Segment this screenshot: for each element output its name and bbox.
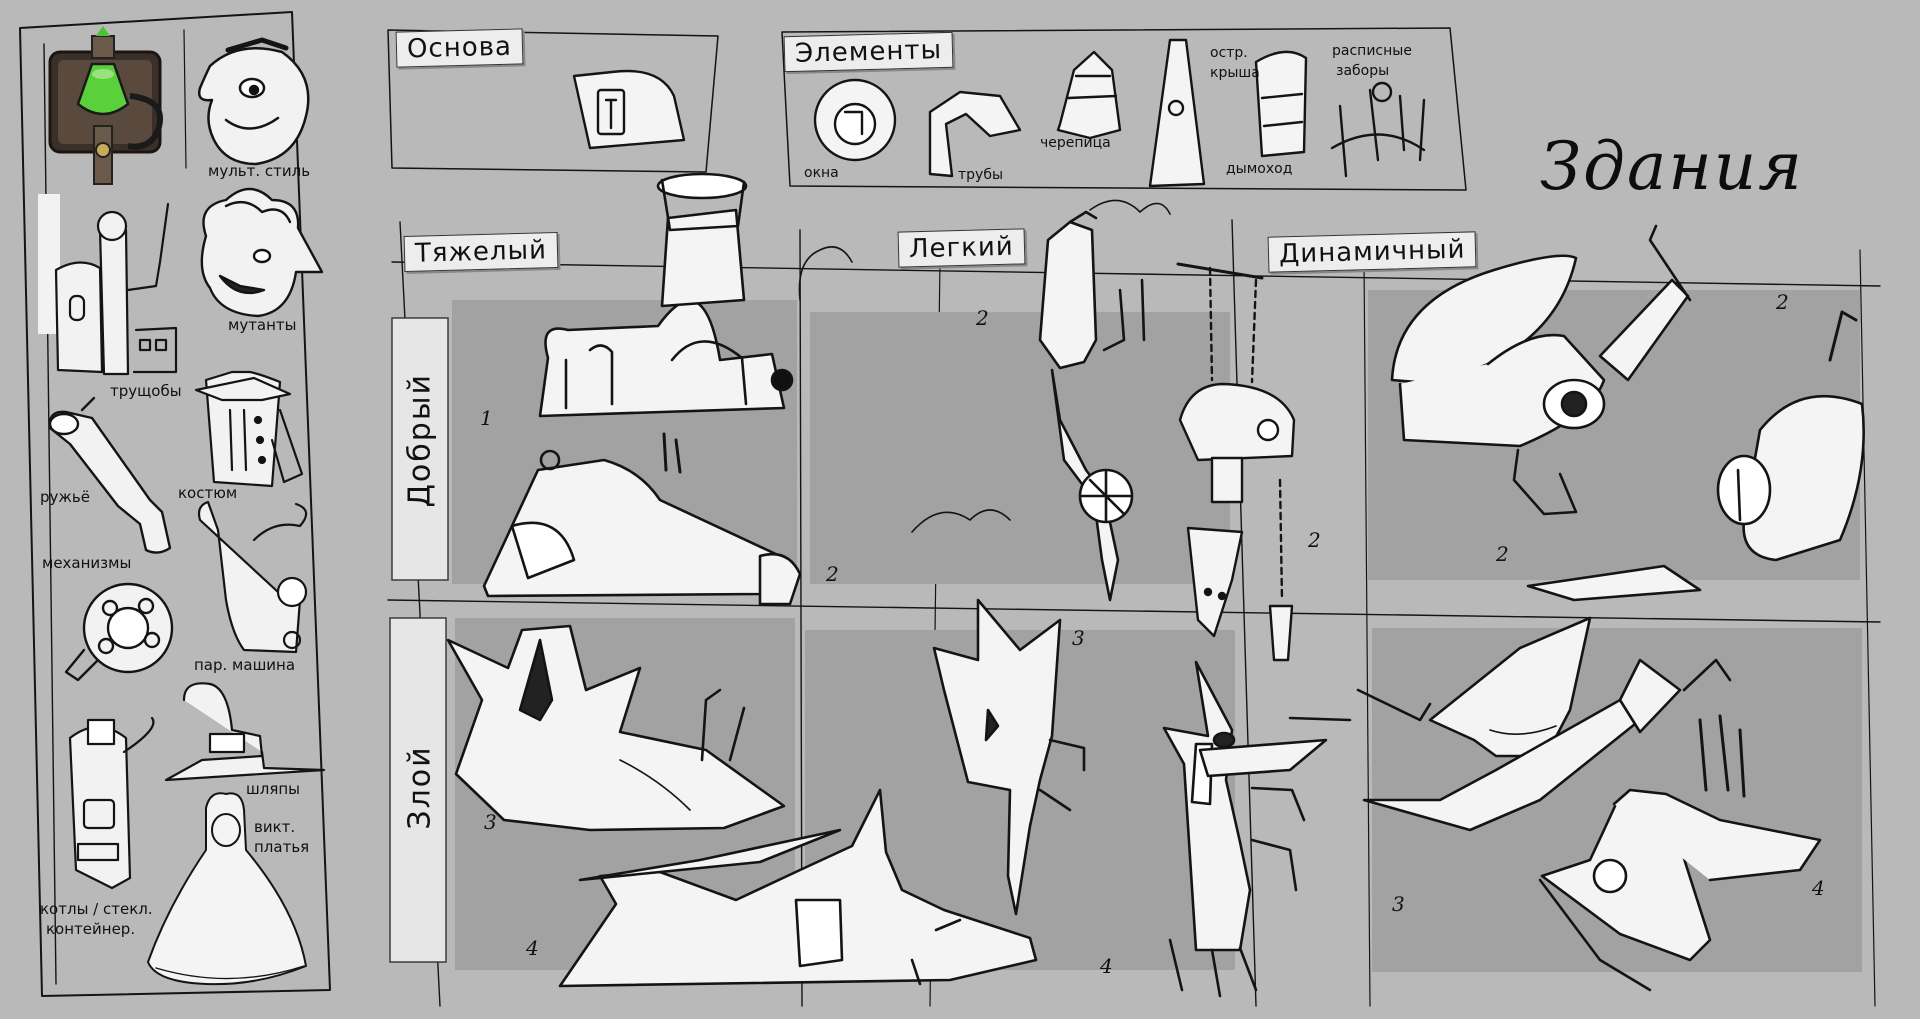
sketch-heavy-good-2 [482, 432, 802, 606]
label-tiles: черепица [1040, 135, 1111, 151]
label-boilers-2: контейнер. [46, 920, 136, 938]
section-base: Основа [395, 28, 524, 68]
section-heavy: Тяжелый [403, 231, 559, 273]
sketch-elements-row [813, 38, 1426, 188]
label-boilers-1: котлы / стекл. [40, 900, 153, 918]
section-elements: Элементы [783, 31, 954, 73]
number-dyn-good-2b: 2 [1496, 542, 1509, 566]
number-heavy-evil-4: 4 [526, 936, 539, 960]
number-heavy-good-1: 1 [480, 406, 493, 430]
sketch-heavy-good-1 [538, 172, 853, 418]
sketch-steam-machine [197, 500, 308, 654]
label-sharp-roof-1: остр. [1210, 45, 1248, 61]
sketch-slums [38, 194, 178, 376]
number-dyn-evil-3: 3 [1392, 892, 1405, 916]
label-mechanisms: механизмы [42, 554, 132, 572]
label-gun: ружьё [40, 488, 90, 506]
sketch-dynamic-evil-4 [1538, 714, 1822, 992]
sketch-heavy-evil-4 [558, 788, 1038, 988]
sketch-costume [194, 370, 304, 488]
label-hats: шляпы [246, 780, 300, 798]
number-heavy-good-2: 2 [826, 562, 839, 586]
number-dyn-good-2a: 2 [1776, 290, 1789, 314]
number-heavy-evil-3: 3 [484, 810, 497, 834]
sketch-mutant-head [200, 187, 324, 318]
label-fences-1: расписные [1332, 43, 1412, 59]
sketch-light-evil-4 [1162, 660, 1328, 998]
sketch-light-evil-3 [911, 509, 1086, 916]
label-victorian-1: викт. [254, 818, 296, 836]
number-light-evil-3: 3 [1072, 626, 1085, 650]
sketch-dynamic-good-hanging [1176, 262, 1296, 662]
flask-icon [48, 26, 163, 185]
sketch-glass-container [68, 716, 155, 890]
sketch-dynamic-evil-3 [1288, 616, 1732, 832]
number-dyn-evil-4: 4 [1812, 876, 1825, 900]
page-title: Здания [1540, 128, 1804, 205]
label-fences-2: заборы [1336, 63, 1390, 79]
section-good: Добрый [402, 372, 438, 508]
sketch-heavy-evil-3 [446, 624, 786, 832]
label-costume: костюм [178, 484, 238, 502]
number-light-good-2b: 2 [1308, 528, 1321, 552]
label-cartoon-style: мульт. стиль [208, 162, 311, 180]
sketch-mechanism [64, 582, 174, 682]
section-dynamic: Динамичный [1267, 231, 1477, 273]
number-light-evil-4: 4 [1100, 954, 1113, 978]
label-pipes: трубы [958, 167, 1004, 183]
label-chimney: дымоход [1226, 161, 1293, 177]
label-victorian-2: платья [254, 838, 310, 856]
label-slums: трущобы [110, 382, 182, 400]
label-windows: окна [804, 165, 839, 181]
label-steam-machine: пар. машина [194, 656, 296, 674]
sketch-base-shape [572, 69, 686, 150]
label-sharp-roof-2: крыша [1210, 65, 1260, 81]
sketch-dynamic-good [1390, 224, 1865, 602]
section-light: Легкий [897, 228, 1026, 268]
sketch-light-good [1038, 199, 1171, 602]
number-light-good-2a: 2 [976, 306, 989, 330]
sketch-gun [48, 396, 172, 554]
sketch-victorian-dress [147, 792, 307, 986]
sketch-cartoon-head [198, 37, 310, 166]
sketch-hat [164, 682, 326, 782]
section-evil: Злой [402, 745, 438, 830]
label-mutants: мутанты [228, 316, 297, 334]
